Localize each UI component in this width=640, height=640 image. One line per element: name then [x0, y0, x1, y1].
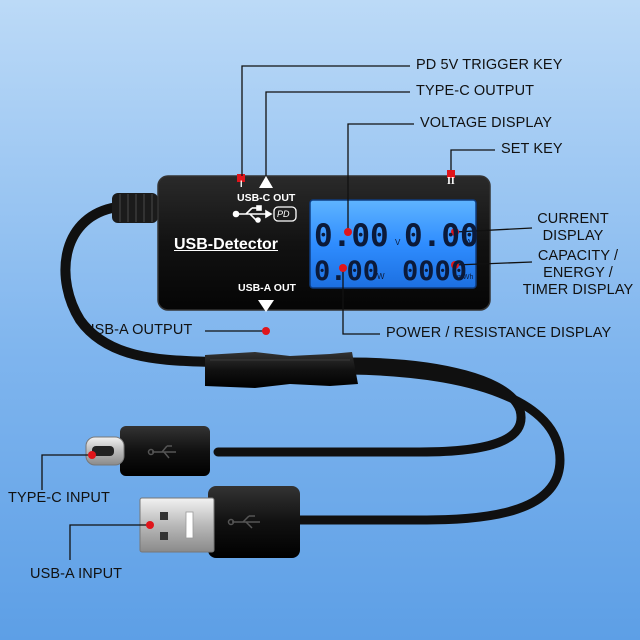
lcd-current-unit: A [466, 238, 472, 247]
capacity-marker [451, 261, 459, 269]
lcd-voltage-unit: V [395, 238, 401, 247]
pd-trigger-key-button[interactable]: I [240, 179, 243, 189]
callout-capacity-line-3: TIMER DISPLAY [522, 282, 634, 298]
type-c-plug [85, 426, 210, 476]
usb-c-out-label: USB-C OUT [237, 192, 296, 204]
usb-a-output-marker [262, 327, 270, 335]
power-marker [339, 264, 347, 272]
strain-relief [112, 193, 158, 223]
pd-badge: PD [277, 209, 290, 219]
lcd-power-unit: W [377, 272, 385, 281]
usb-a-out-label: USB-A OUT [238, 282, 296, 294]
callout-capacity-line-2: ENERGY / [543, 265, 613, 281]
set-key-button[interactable]: II [447, 176, 455, 187]
lcd-capacity-unit: mWh [457, 274, 473, 281]
callout-current-line-1: CURRENT [537, 211, 609, 227]
set-key-marker [447, 170, 455, 178]
usb-a-plug [139, 486, 300, 558]
usb-c-out-arrow [259, 176, 273, 188]
pd-badge-frame [273, 206, 297, 222]
voltage-marker [344, 228, 352, 236]
callout-type-c-output: TYPE-C OUTPUT [416, 83, 535, 99]
usb-a-out-arrow [258, 300, 274, 312]
main-cable [60, 203, 215, 367]
brand-label: USB-Detector [174, 236, 279, 253]
lcd-capacity-value: 0000 [402, 256, 467, 287]
lcd-current-value: 0.00 [404, 218, 479, 254]
lcd-screen [309, 199, 477, 289]
callout-type-c-input: TYPE-C INPUT [8, 490, 110, 506]
usb-symbol-icon [232, 205, 273, 223]
cable-group [60, 203, 565, 525]
callout-power-display: POWER / RESISTANCE DISPLAY [386, 325, 612, 341]
lcd-power-value: 0.00 [314, 256, 379, 287]
callout-capacity-line-1: CAPACITY / [537, 248, 619, 264]
lcd-voltage-value: 0.00 [314, 218, 389, 254]
plug-usb-icon [147, 445, 176, 459]
leader-lines [41, 65, 533, 560]
pd-trigger-key-marker [237, 174, 245, 182]
callout-current-line-2: DISPLAY [542, 228, 604, 244]
type-c-cable [213, 357, 526, 457]
usb-a-input-marker [146, 521, 154, 529]
callout-usb-a-output: USB-A OUTPUT [84, 322, 193, 338]
cable-splitter [205, 352, 358, 388]
callout-usb-a-input: USB-A INPUT [30, 566, 123, 582]
callout-current-display: CURRENT DISPLAY [536, 211, 610, 245]
usb-a-cable [291, 365, 565, 525]
type-c-input-marker [88, 451, 96, 459]
callout-set-key: SET KEY [501, 141, 563, 157]
current-marker [451, 228, 459, 236]
callout-capacity-display: CAPACITY / ENERGY / TIMER DISPLAY [522, 248, 634, 299]
red-markers [88, 228, 459, 529]
callout-pd-trigger-key: PD 5V TRIGGER KEY [416, 57, 563, 73]
plug-usb-icon [227, 515, 260, 529]
callout-voltage-display: VOLTAGE DISPLAY [420, 115, 553, 131]
